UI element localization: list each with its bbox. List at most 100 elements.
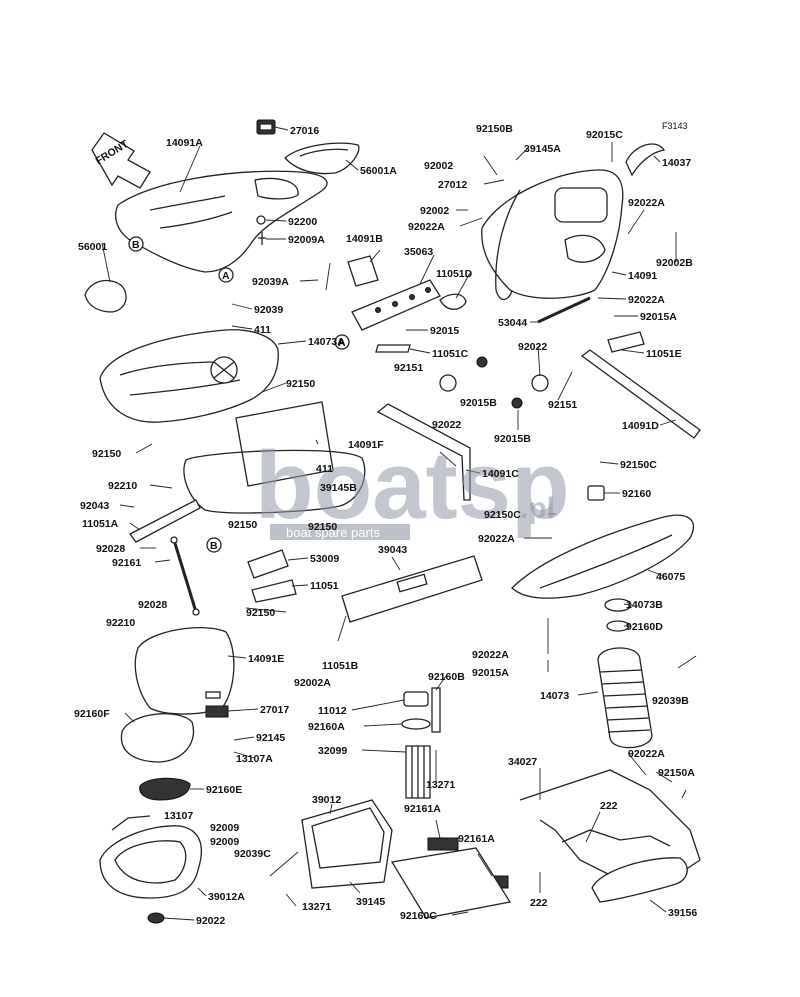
ref-marker-a1: A (218, 267, 234, 283)
part-label: 92160B (428, 671, 465, 683)
watermark: boatsp .pl boat spare parts (255, 432, 570, 540)
pad-92160F-part (120, 713, 195, 763)
part-label: 92022A (628, 294, 665, 306)
part-label: 11051E (646, 348, 682, 360)
part-label: 11051C (432, 348, 469, 360)
cover-56001-part (84, 279, 127, 313)
part-label: 27016 (290, 125, 319, 137)
part-label: 92002A (294, 677, 331, 689)
rear-grip-part (511, 514, 695, 599)
part-label: 92022 (196, 915, 225, 927)
part-label: 14073A (308, 336, 345, 348)
part-label: 11051 (310, 580, 339, 592)
part-label: 92015 (430, 325, 459, 337)
part-label: 92015A (640, 311, 677, 323)
front-arrow-icon (91, 132, 151, 189)
part-label: 14073B (626, 599, 663, 611)
part-label: 14091C (482, 468, 519, 480)
part-label: 92200 (288, 216, 317, 228)
part-label: 39043 (378, 544, 407, 556)
grommet-part (256, 119, 276, 135)
part-label: 92161 (112, 557, 141, 569)
part-label: 92160C (400, 910, 437, 922)
part-label: 92150C (484, 509, 521, 521)
part-label: 92160F (74, 708, 110, 720)
part-label: 92039B (652, 695, 689, 707)
part-label: 92150C (620, 459, 657, 471)
part-label: 13271 (302, 901, 331, 913)
part-label: 39145A (524, 143, 561, 155)
part-label: 92009 (210, 822, 239, 834)
part-label: 92151 (394, 362, 423, 374)
part-label: 92022A (408, 221, 445, 233)
part-label: 92015B (494, 433, 531, 445)
part-label: 92160D (626, 621, 663, 633)
part-label: 92150 (246, 607, 275, 619)
part-label: 27012 (438, 179, 467, 191)
part-label: 39145 (356, 896, 385, 908)
tray-part (235, 401, 334, 487)
bellows-hose-part (597, 647, 653, 749)
part-label: 53044 (498, 317, 527, 329)
part-label: 92161A (458, 833, 495, 845)
part-label: 92028 (138, 599, 167, 611)
part-label: 92150 (228, 519, 257, 531)
watermark-logo: boatsp (255, 432, 570, 539)
part-label: 411 (254, 324, 271, 336)
strip-14091C-part (376, 403, 471, 501)
part-label: 92145 (256, 732, 285, 744)
part-label: 92210 (106, 617, 135, 629)
part-label: 35063 (404, 246, 433, 258)
part-label: 11051D (436, 268, 473, 280)
part-label: 14091B (346, 233, 383, 245)
svg-text:A: A (222, 270, 230, 282)
seat-base-part (99, 329, 279, 423)
part-label: 14091F (348, 439, 384, 451)
part-label: 11012 (318, 705, 347, 717)
ref-marker-a2: A (334, 334, 350, 350)
plate-39043-part (341, 555, 483, 623)
ref-marker-b1: B (128, 236, 144, 252)
part-label: 92002B (656, 257, 693, 269)
part-label: 39012 (312, 794, 341, 806)
part-label: 92160E (206, 784, 242, 796)
leader-lines (101, 126, 697, 921)
part-label: 14091 (628, 270, 657, 282)
part-label: 14091D (622, 420, 659, 432)
part-label: 92160A (308, 721, 345, 733)
figure-code: F3143 (662, 121, 688, 131)
part-label: 92151 (548, 399, 577, 411)
part-label: 14073 (540, 690, 569, 702)
part-label: 92039C (234, 848, 271, 860)
part-label: 92022A (628, 748, 665, 760)
part-label: 92150 (308, 521, 337, 533)
part-label: 34027 (508, 756, 537, 768)
part-label: 92015C (586, 129, 623, 141)
watermark-suffix: .pl (520, 492, 555, 525)
watermark-tagline: boat spare parts (286, 525, 380, 540)
part-label: 13107A (236, 753, 273, 765)
svg-text:B: B (132, 239, 140, 251)
part-label: 92022A (478, 533, 515, 545)
gasket-ring-part (183, 449, 366, 514)
part-drawings (84, 119, 701, 924)
svg-text:A: A (338, 337, 346, 349)
part-label: 92150A (658, 767, 695, 779)
part-label: 411 (316, 463, 333, 475)
part-label: 11051B (322, 660, 359, 672)
part-label: 92039A (252, 276, 289, 288)
part-label: 92022A (472, 649, 509, 661)
part-label: 11051A (82, 518, 119, 530)
part-label: 92160 (622, 488, 651, 500)
part-label: 92022A (628, 197, 665, 209)
part-label: 222 (530, 897, 548, 909)
part-label: 92210 (108, 480, 137, 492)
part-label: 92002 (420, 205, 449, 217)
storage-lid-part (134, 627, 235, 715)
part-label: 92022 (432, 419, 461, 431)
part-label: 46075 (656, 571, 685, 583)
part-label: 222 (600, 800, 618, 812)
gas-strut-part (170, 536, 200, 616)
labels: F3143 FRONT A B A B 14091A 27016 56001A … (74, 121, 697, 927)
